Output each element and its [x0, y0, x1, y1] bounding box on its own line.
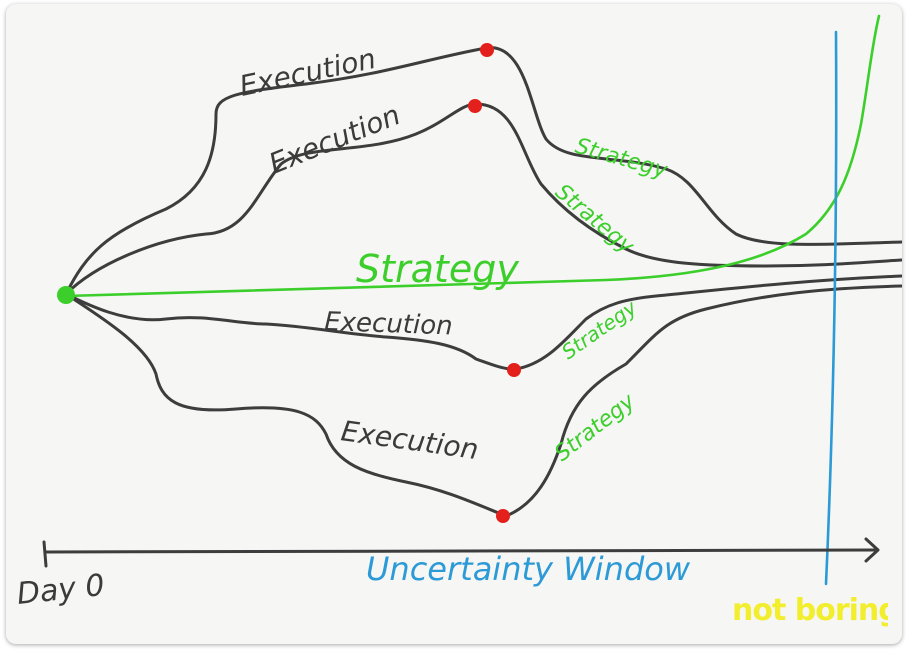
pivot-dot-bottom	[496, 509, 510, 523]
pivot-dot-second	[468, 99, 482, 113]
strategy-label-bottom: Strategy	[550, 388, 640, 466]
strategy-label-third: Strategy	[557, 295, 642, 364]
uncertainty-window-label: Uncertainty Window	[366, 550, 691, 588]
strategy-label-second: Strategy	[550, 179, 639, 259]
path-third-execution	[64, 274, 902, 371]
axis-arrowhead	[864, 537, 880, 563]
execution-label-second: Execution	[264, 98, 405, 180]
pivot-dot-third	[507, 363, 521, 377]
pivot-dot-top	[480, 43, 494, 57]
day-zero-label: Day 0	[15, 568, 106, 612]
axis-start-tick	[42, 540, 48, 568]
execution-label-bottom: Execution	[339, 414, 481, 466]
brand-logo: not boring	[728, 590, 900, 638]
origin-dot	[57, 286, 75, 304]
time-axis	[44, 548, 878, 554]
brand-wordmark-text: not boring	[732, 593, 888, 628]
execution-label-top: Execution	[237, 42, 379, 103]
strategy-label-top: Strategy	[572, 134, 670, 184]
strategy-execution-sketch: Execution Execution Execution Execution …	[15, 14, 902, 612]
sketch-card: Execution Execution Execution Execution …	[6, 4, 902, 644]
strategy-label-main: Strategy	[356, 247, 519, 291]
main-strategy-line	[64, 14, 881, 298]
execution-label-third: Execution	[324, 307, 453, 341]
brand-wordmark: not boring	[732, 593, 900, 628]
path-bottom-execution	[64, 284, 902, 518]
window-boundary-line	[824, 30, 838, 586]
